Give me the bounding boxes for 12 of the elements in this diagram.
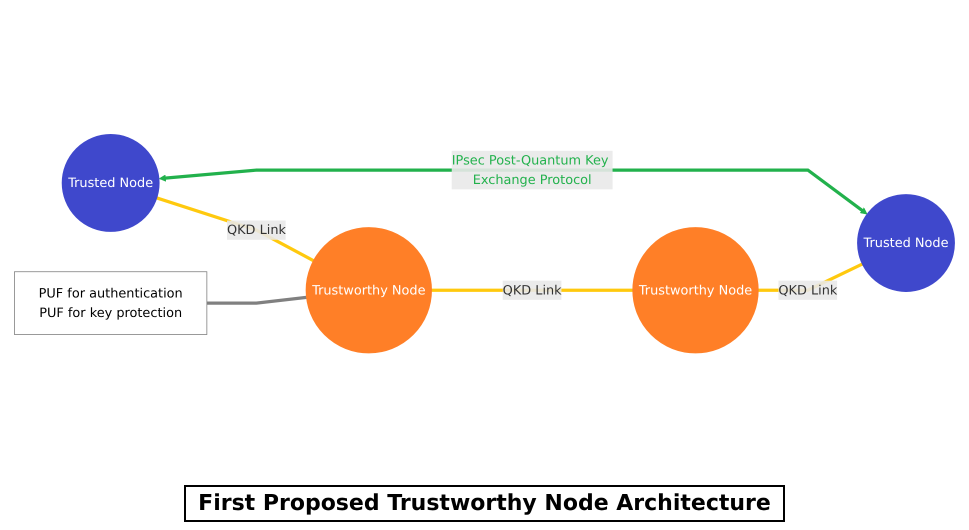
node-circle: Trustworthy Node [632,226,759,354]
node-circle: Trusted Node [857,194,955,292]
connector [156,196,314,262]
node-circle: Trustworthy Node [306,226,432,354]
diagram-title: First Proposed Trustworthy Node Architecture [184,485,785,522]
edge-label: IPsec Post-Quantum Key Exchange Protocol [452,152,608,187]
edge-label: QKD Link [502,282,562,298]
connector [206,296,307,305]
edge-label: QKD Link [778,282,838,298]
edge-label: QKD Link [226,222,286,238]
node-circle: Trusted Node [62,134,160,232]
node-box: PUF for authentication PUF for key protection [14,271,208,335]
